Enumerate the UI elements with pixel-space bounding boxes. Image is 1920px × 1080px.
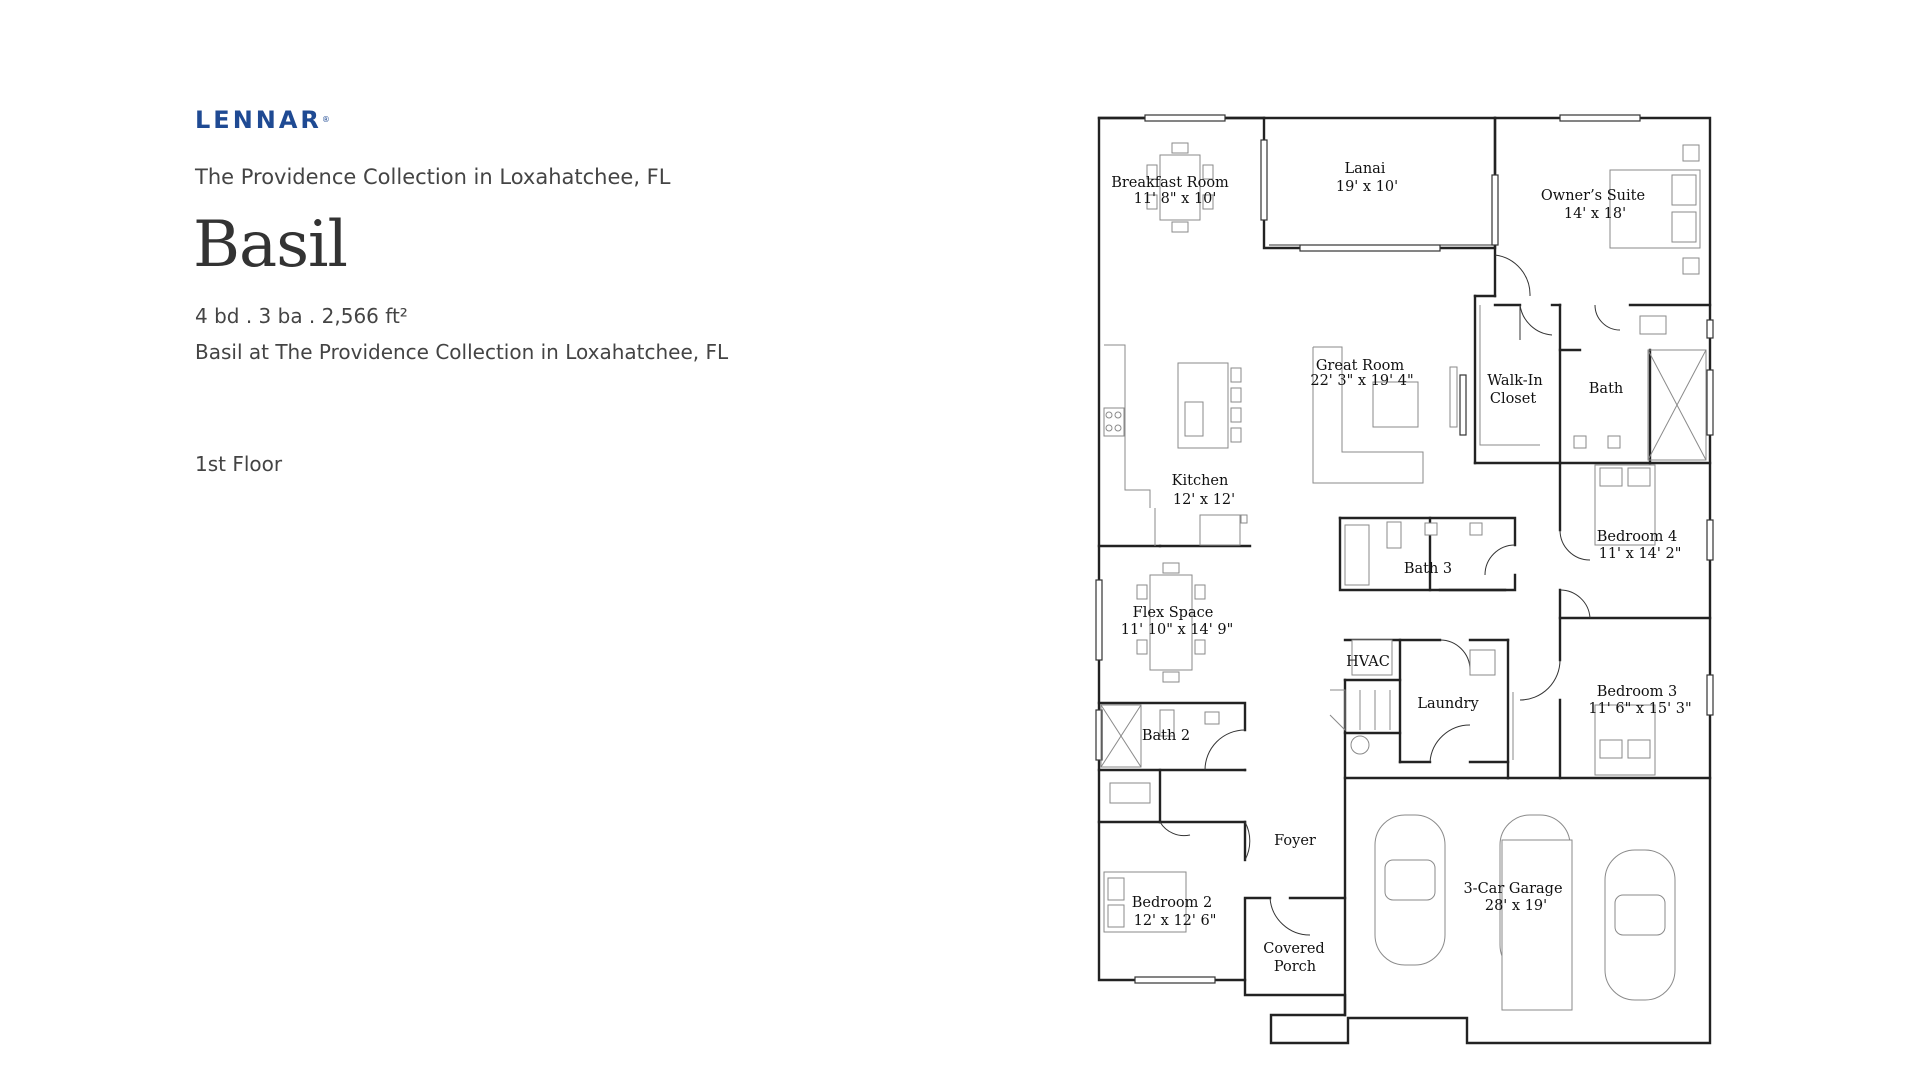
plan-description: Basil at The Providence Collection in Lo… bbox=[195, 340, 729, 364]
great-room-dims: 22' 3" x 19' 4" bbox=[1310, 373, 1413, 389]
bedroom-4-dims: 11' x 14' 2" bbox=[1599, 546, 1682, 562]
floor-plan-fixtures bbox=[1100, 142, 1707, 1011]
plan-title: Basil bbox=[193, 208, 348, 282]
garage-label: 3-Car Garage bbox=[1463, 881, 1562, 897]
community-subtitle: The Providence Collection in Loxahatchee… bbox=[195, 165, 671, 189]
covered-porch-label-2: Porch bbox=[1274, 959, 1316, 975]
hvac-label: HVAC bbox=[1346, 654, 1390, 670]
owners-suite-dims: 14' x 18' bbox=[1564, 206, 1626, 222]
bedroom-3-dims: 11' 6" x 15' 3" bbox=[1588, 701, 1691, 717]
walk-in-closet-label: Walk-In bbox=[1487, 373, 1542, 389]
walk-in-closet-label-2: Closet bbox=[1490, 391, 1536, 407]
lanai-dims: 19' x 10' bbox=[1336, 179, 1398, 195]
lennar-logo: LENNAR® bbox=[195, 108, 330, 132]
bedroom-4-label: Bedroom 4 bbox=[1597, 529, 1678, 545]
covered-porch-label: Covered bbox=[1263, 941, 1324, 957]
owners-suite-label: Owner’s Suite bbox=[1541, 188, 1645, 204]
bedroom-3-label: Bedroom 3 bbox=[1597, 684, 1678, 700]
kitchen-label: Kitchen bbox=[1172, 473, 1229, 489]
lanai-label: Lanai bbox=[1345, 161, 1386, 177]
logo-text: LENNAR bbox=[195, 106, 322, 134]
bedroom-2-label: Bedroom 2 bbox=[1132, 895, 1213, 911]
room-labels: Breakfast Room 11' 8" x 10' Lanai 19' x … bbox=[1111, 161, 1691, 975]
breakfast-room-dims: 11' 8" x 10' bbox=[1134, 191, 1217, 207]
floor-label: 1st Floor bbox=[195, 452, 283, 476]
bath-2-label: Bath 2 bbox=[1142, 728, 1190, 744]
flex-space-label: Flex Space bbox=[1133, 605, 1214, 621]
floor-plan-windows bbox=[1095, 114, 1714, 984]
foyer-label: Foyer bbox=[1274, 833, 1316, 849]
flex-space-dims: 11' 10" x 14' 9" bbox=[1121, 622, 1234, 638]
bath-3-label: Bath 3 bbox=[1404, 561, 1452, 577]
kitchen-dims: 12' x 12' bbox=[1173, 492, 1235, 508]
breakfast-room-label: Breakfast Room bbox=[1111, 175, 1229, 191]
logo-registered-mark: ® bbox=[321, 115, 330, 124]
garage-dims: 28' x 19' bbox=[1485, 898, 1547, 914]
plan-stats: 4 bd . 3 ba . 2,566 ft² bbox=[195, 304, 408, 328]
floor-plan-doors bbox=[1159, 244, 1621, 936]
great-room-label: Great Room bbox=[1316, 358, 1405, 374]
bedroom-2-dims: 12' x 12' 6" bbox=[1134, 913, 1217, 929]
owners-bath-label: Bath bbox=[1589, 381, 1623, 397]
laundry-label: Laundry bbox=[1417, 696, 1479, 712]
